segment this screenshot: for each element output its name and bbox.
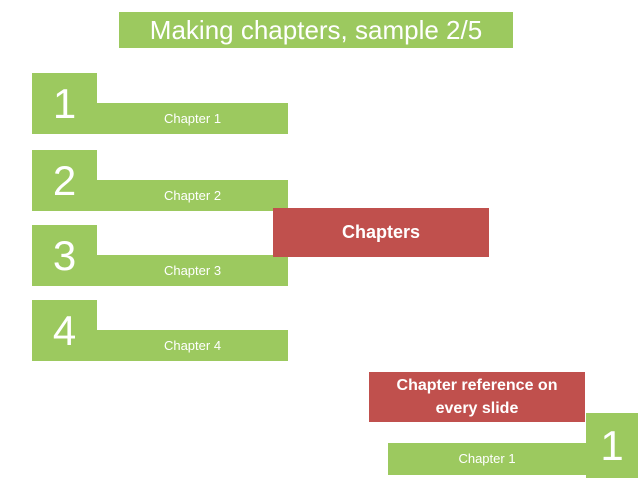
slide-title: Making chapters, sample 2/5 xyxy=(119,12,513,48)
reference-callout-line2: every slide xyxy=(435,400,519,417)
chapter-label: Chapter 2 xyxy=(97,180,288,211)
chapter-label: Chapter 4 xyxy=(97,330,288,361)
chapter-number: 2 xyxy=(32,150,97,211)
chapter-label: Chapter 3 xyxy=(97,255,288,286)
chapter-block-3: 3 Chapter 3 xyxy=(32,225,288,286)
chapter-block-2: 2 Chapter 2 xyxy=(32,150,288,211)
reference-callout-line1: Chapter reference on xyxy=(396,377,558,394)
chapter-number: 4 xyxy=(32,300,97,361)
footer-chapter-number: 1 xyxy=(586,413,638,478)
chapters-callout: Chapters xyxy=(273,208,489,257)
chapter-number: 1 xyxy=(32,73,97,134)
chapter-number: 3 xyxy=(32,225,97,286)
chapter-block-1: 1 Chapter 1 xyxy=(32,73,288,134)
chapter-block-4: 4 Chapter 4 xyxy=(32,300,288,361)
chapter-label: Chapter 1 xyxy=(97,103,288,134)
reference-callout: Chapter reference on every slide xyxy=(369,372,585,422)
footer-chapter-label: Chapter 1 xyxy=(458,451,516,466)
